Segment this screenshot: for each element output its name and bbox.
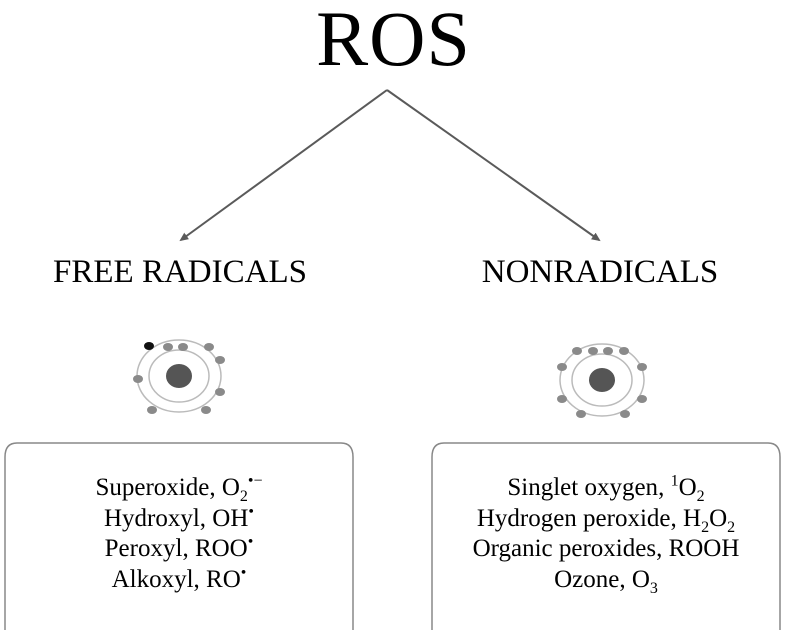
free-radicals-box: Superoxide, O2•− Hydroxyl, OH• Peroxyl, … (3, 441, 355, 630)
unpaired-electron (144, 342, 154, 350)
nonradicals-list: Singlet oxygen, 1O2 Hydrogen peroxide, H… (430, 472, 782, 597)
free-radicals-heading: FREE RADICALS (53, 254, 307, 290)
list-item: Hydrogen peroxide, H2O2 (476, 504, 736, 536)
electron (637, 395, 647, 403)
arrow-to-nonradicals (386, 89, 601, 242)
electron (178, 343, 188, 351)
nucleus (166, 364, 192, 388)
list-item: Peroxyl, ROO• (104, 533, 254, 562)
electron (215, 356, 225, 364)
item-name: Alkoxyl (111, 565, 194, 593)
nonradicals-box: Singlet oxygen, 1O2 Hydrogen peroxide, H… (430, 441, 782, 630)
item-name: Hydroxyl (103, 504, 200, 532)
branch-arrows (179, 89, 601, 242)
electron (147, 406, 157, 414)
item-name: Ozone (554, 565, 620, 593)
free-radicals-list: Superoxide, O2•− Hydroxyl, OH• Peroxyl, … (3, 473, 355, 595)
electron (619, 347, 629, 355)
electron (603, 347, 613, 355)
electron (557, 395, 567, 403)
electron (576, 410, 586, 418)
nonradicals-box-border (431, 442, 781, 630)
item-name: Superoxide (95, 474, 210, 501)
list-item: Singlet oxygen, 1O2 (507, 472, 705, 505)
electron (215, 388, 225, 396)
free-radical-atom-icon (133, 339, 225, 414)
nucleus (589, 368, 615, 392)
list-item: Superoxide, O2•− (95, 472, 263, 505)
nonradical-atom-icon (557, 343, 647, 418)
arrow-to-free-radicals (179, 89, 388, 242)
inner-orbit (148, 349, 210, 403)
page-title: ROS (316, 0, 471, 82)
list-item: Organic peroxides, ROOH (472, 535, 740, 562)
item-name: Organic peroxides (472, 535, 657, 562)
inner-orbit (571, 353, 633, 407)
electron (620, 410, 630, 418)
electron (588, 347, 598, 355)
nonradicals-heading: NONRADICALS (481, 254, 719, 290)
electron (163, 343, 173, 351)
electron (204, 343, 214, 351)
free-radicals-box-border (4, 442, 354, 630)
list-item: Hydroxyl, OH• (103, 503, 255, 532)
electron (637, 363, 647, 371)
electron (572, 347, 582, 355)
item-name: Peroxyl (104, 535, 183, 562)
electron (201, 406, 211, 414)
list-item: Ozone, O3 (554, 565, 658, 597)
outer-orbit (559, 343, 645, 417)
item-name: Hydrogen peroxide (476, 504, 671, 532)
item-name: Singlet oxygen (507, 474, 659, 501)
electron (133, 375, 143, 383)
electron (557, 363, 567, 371)
list-item: Alkoxyl, RO• (111, 564, 247, 593)
